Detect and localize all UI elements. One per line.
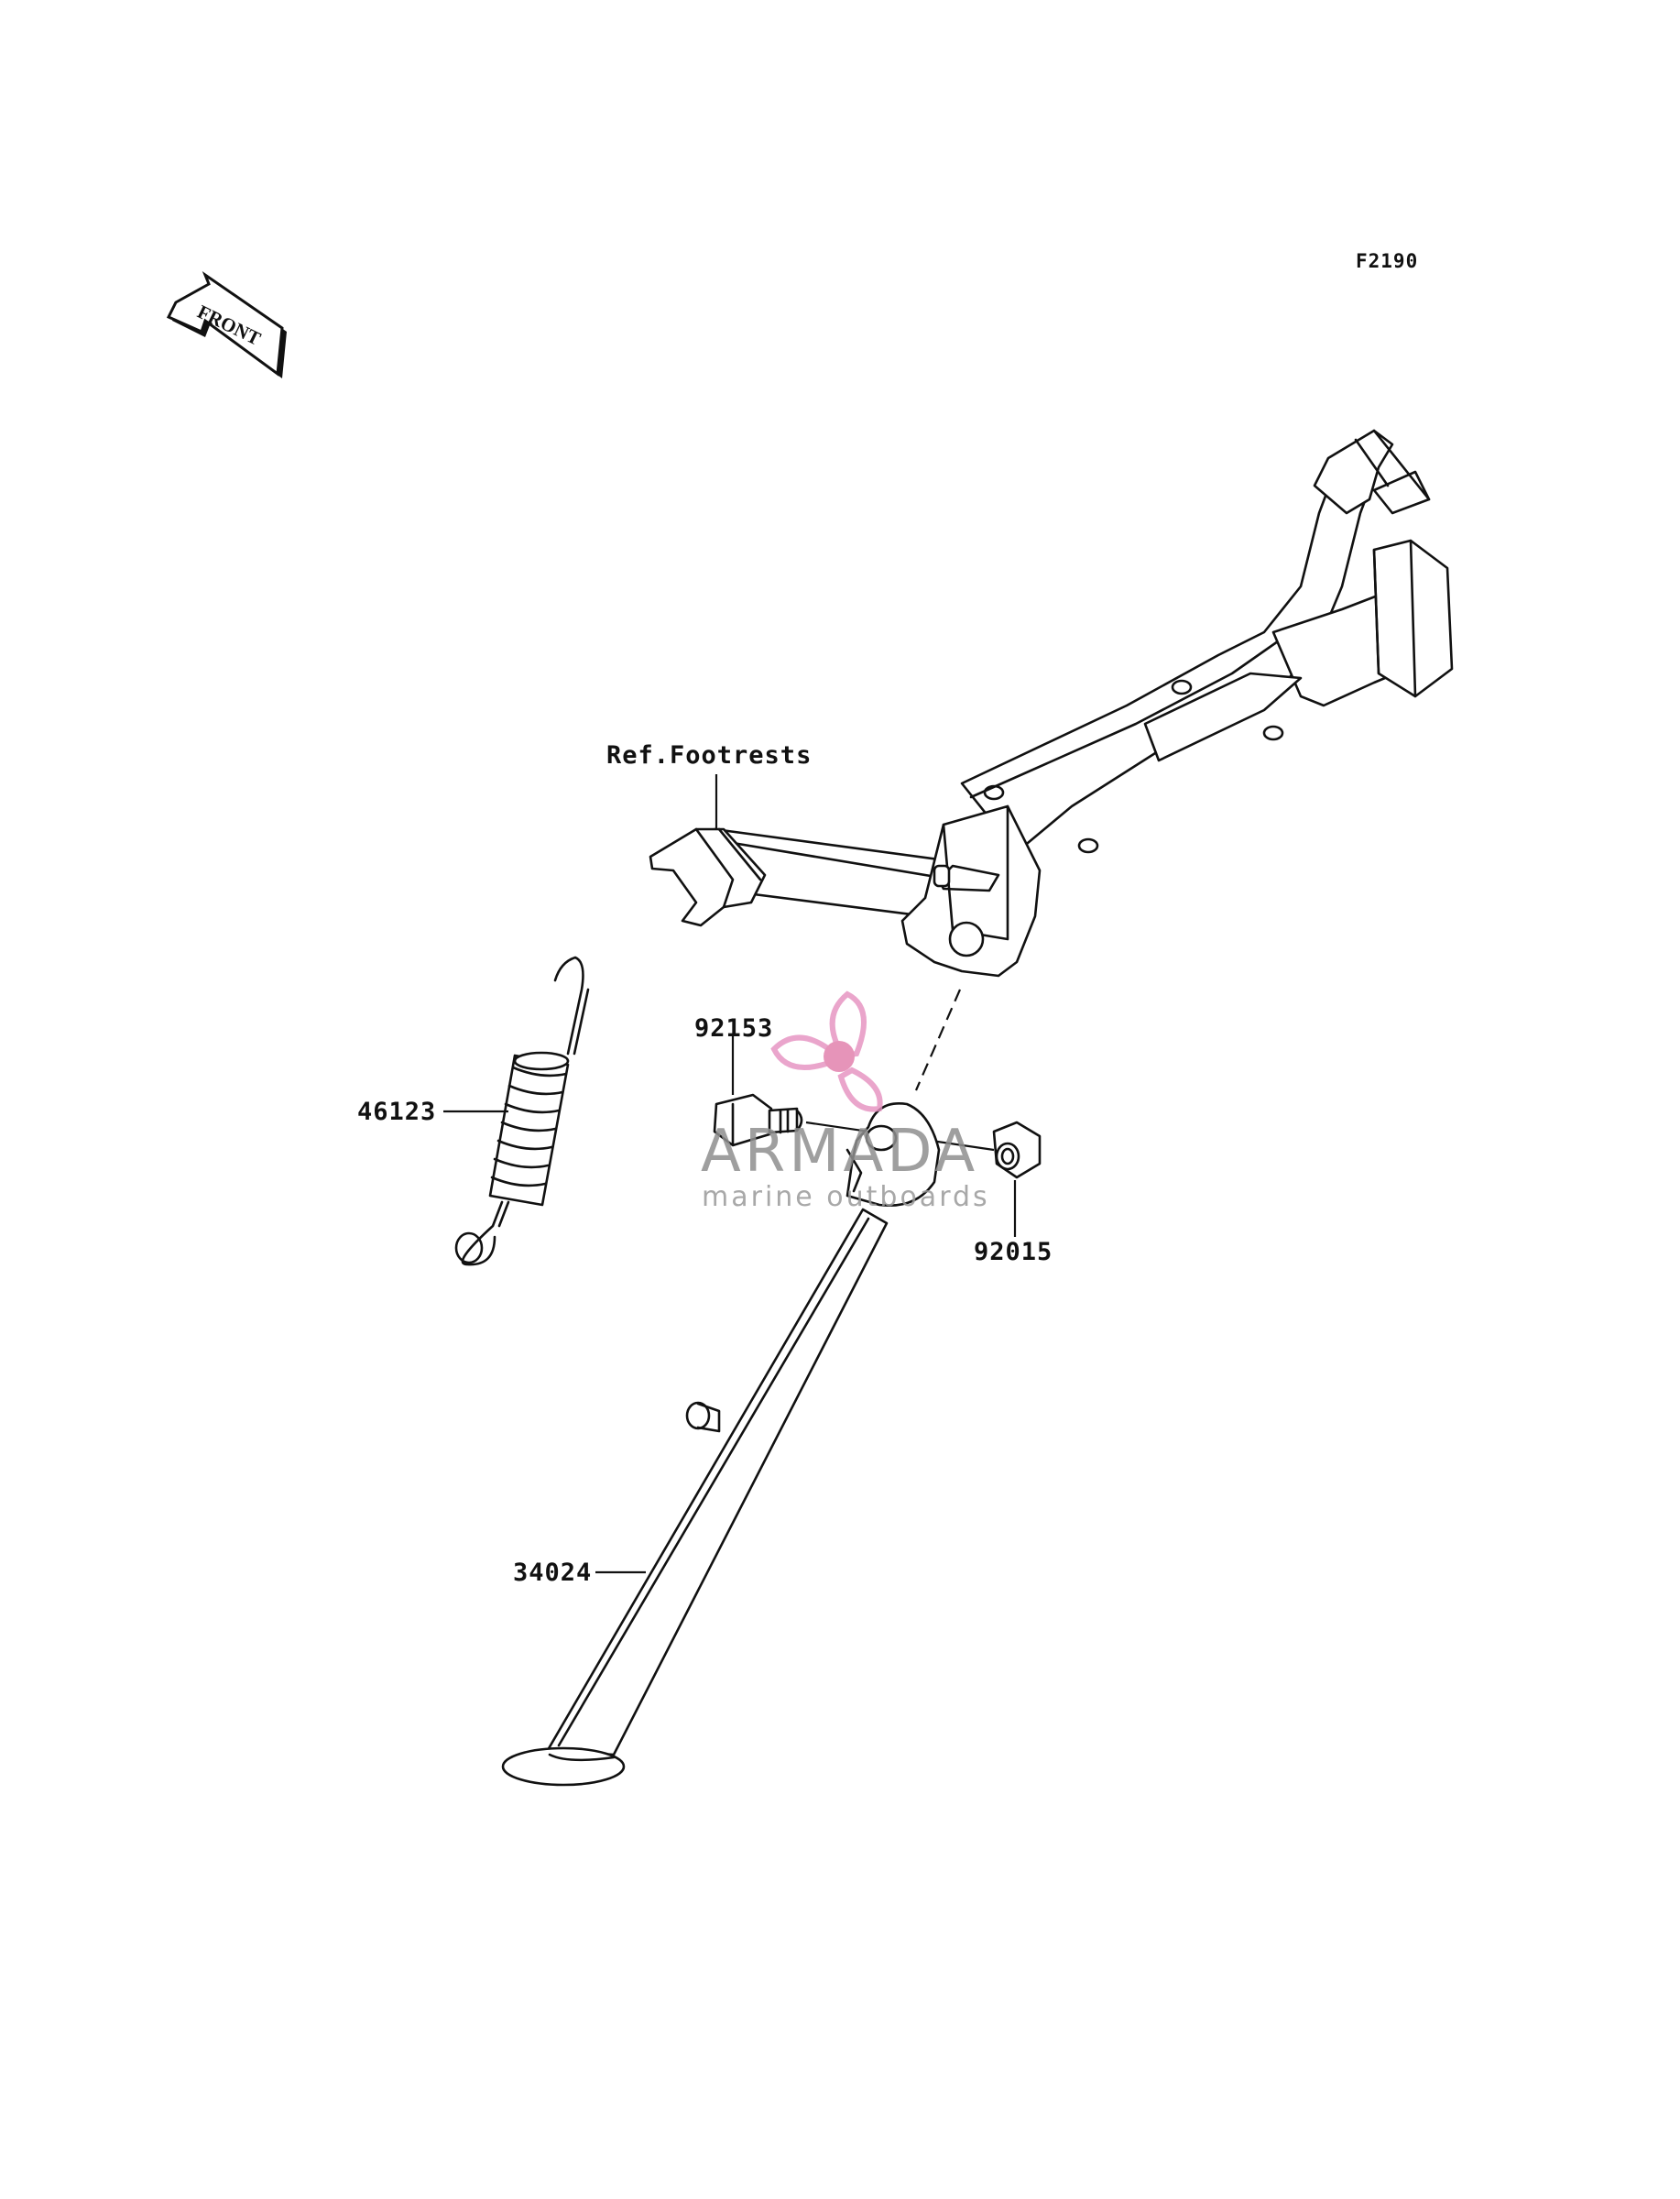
footrest-bracket (649, 429, 1454, 978)
watermark-tagline: marine outboards (702, 1181, 990, 1213)
armada-watermark: ARMADA marine outboards (701, 990, 990, 1213)
side-stand-part (501, 1101, 941, 1787)
front-arrow-icon: FRONT (166, 270, 287, 378)
ref-footrests-label: Ref.Footrests (606, 741, 812, 770)
watermark-brand: ARMADA (701, 1118, 978, 1186)
part-label-46123: 46123 (357, 1098, 436, 1126)
part-label-34024: 34024 (513, 1559, 592, 1587)
part-label-92153: 92153 (694, 1014, 773, 1043)
pivot-centerline (914, 989, 962, 1091)
figure-code: F2190 (1356, 250, 1418, 272)
nut-part (992, 1121, 1042, 1179)
spring-part (454, 956, 590, 1266)
bolt-part (713, 1093, 803, 1147)
propeller-logo-icon (770, 990, 883, 1112)
part-label-92015: 92015 (974, 1238, 1053, 1266)
